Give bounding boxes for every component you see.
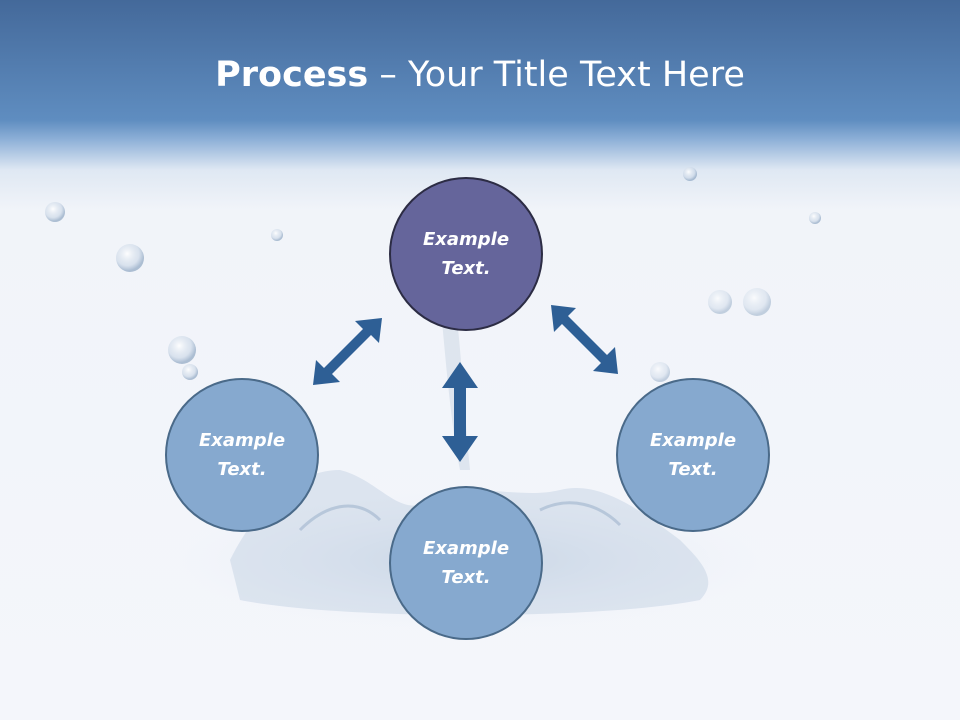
slide-title: Process – Your Title Text Here — [0, 48, 960, 102]
process-node-left[interactable]: Example Text. — [165, 378, 319, 532]
process-node-bottom-text: Example Text. — [422, 538, 510, 588]
title-bold: Process — [215, 55, 369, 95]
process-node-bottom[interactable]: Example Text. — [389, 486, 543, 640]
process-node-right[interactable]: Example Text. — [616, 378, 770, 532]
process-node-top-text: Example Text. — [422, 229, 510, 279]
process-node-left-text: Example Text. — [198, 430, 286, 480]
process-node-top[interactable]: Example Text. — [389, 177, 543, 331]
process-node-right-text: Example Text. — [649, 430, 737, 480]
title-rest: – Your Title Text Here — [368, 55, 745, 95]
